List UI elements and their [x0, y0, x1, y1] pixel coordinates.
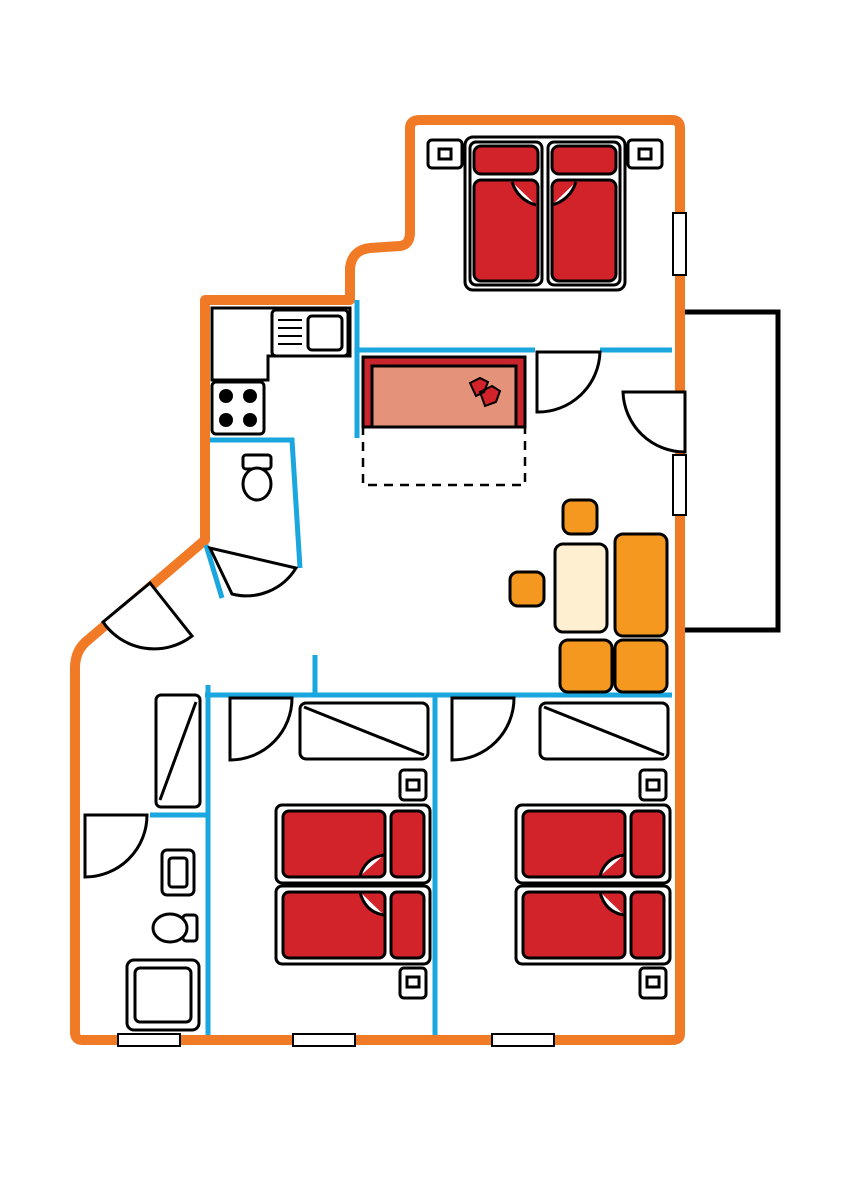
door-entrance-balcony[interactable]	[621, 390, 687, 454]
door-bedroom-3[interactable]	[450, 696, 516, 762]
window	[672, 454, 687, 516]
bedroom-3-furniture	[514, 701, 672, 1000]
windows	[117, 212, 687, 1047]
balcony	[680, 309, 781, 633]
dining-set	[508, 498, 669, 694]
door-toilet[interactable]	[207, 545, 299, 598]
nightstands	[426, 138, 664, 170]
sofa-bed	[361, 355, 527, 487]
stove-burners-icon	[219, 389, 257, 427]
toilet-wc	[241, 453, 273, 502]
sink-basin	[306, 314, 344, 352]
door-living-bedroom[interactable]	[535, 350, 602, 414]
door-bedroom-2[interactable]	[228, 696, 294, 762]
double-bed	[463, 135, 627, 292]
window	[117, 1033, 181, 1047]
doors	[83, 350, 687, 879]
inner-walls	[150, 300, 672, 1035]
window	[491, 1033, 555, 1047]
kitchen	[210, 306, 352, 436]
window	[672, 212, 687, 276]
outer-wall	[70, 115, 685, 1045]
window	[292, 1033, 356, 1047]
door-entrance[interactable]	[100, 580, 195, 651]
stove	[210, 380, 266, 436]
bathroom-fixtures	[125, 693, 202, 1032]
door-bathroom[interactable]	[83, 813, 149, 879]
bedroom-2-furniture	[274, 701, 432, 1000]
